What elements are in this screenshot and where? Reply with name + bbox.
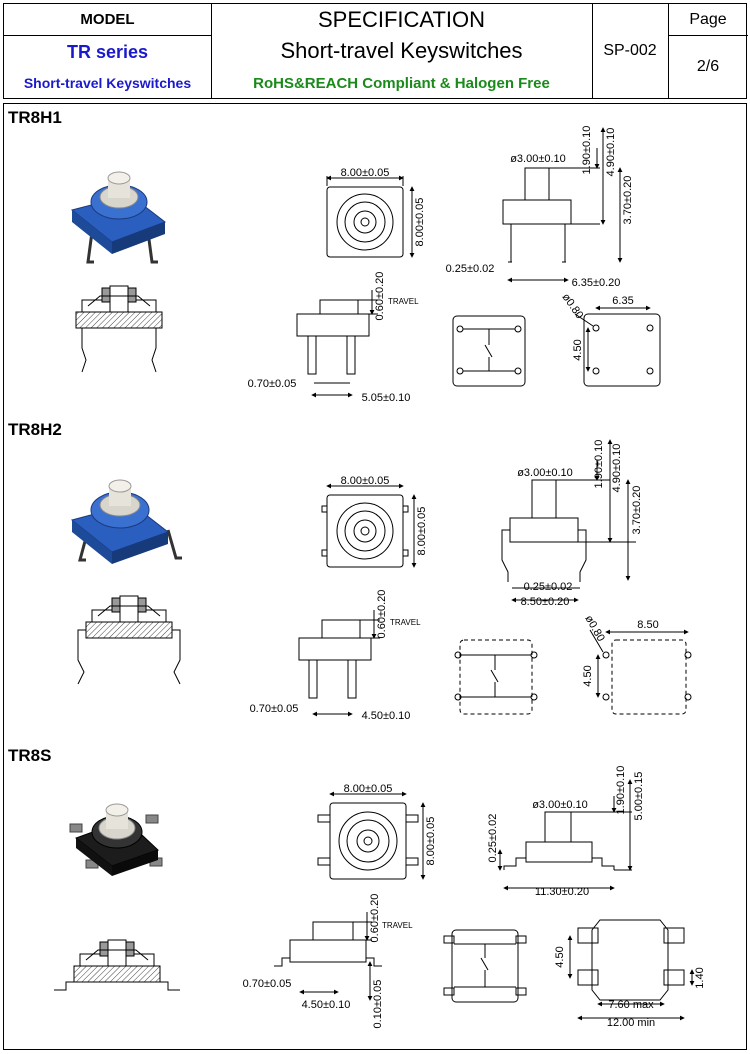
tr8s-pcb-pad: 1.40 bbox=[694, 967, 706, 988]
tr8h1-pcb-layout bbox=[574, 305, 661, 387]
tr8h2-side-d3: 3.70±0.20 bbox=[631, 486, 643, 535]
tr8s-product-photo bbox=[69, 803, 163, 876]
tr8h1-side-d2: 4.90±0.10 bbox=[605, 128, 617, 177]
tr8h2-pin-width: 0.70±0.05 bbox=[250, 703, 299, 715]
tr8s-front-view bbox=[274, 912, 382, 1001]
tr8h2-side-d1: 1.90±0.10 bbox=[593, 440, 605, 489]
series-description: Short-travel Keyswitches bbox=[23, 75, 192, 91]
header-table: MODEL TR series Short-travel Keyswitches… bbox=[3, 3, 748, 99]
tr8h1-side-diameter: ø3.00±0.10 bbox=[510, 153, 566, 165]
tr8h2-top-width: 8.00±0.05 bbox=[341, 475, 390, 487]
tr8h1-pin-width: 0.70±0.05 bbox=[248, 378, 297, 390]
tr8h2-pcb-width: 8.50 bbox=[637, 619, 658, 631]
tr8h1-cross-section bbox=[75, 285, 163, 373]
tr8s-cross-section bbox=[54, 939, 180, 991]
tr8h1-pin-pitch: 5.05±0.10 bbox=[362, 392, 411, 404]
tr8s-pin-pitch: 4.50±0.10 bbox=[302, 999, 351, 1011]
tr8h2-side-view bbox=[501, 439, 636, 603]
tr8h1-side-d3: 3.70±0.20 bbox=[622, 176, 634, 225]
tr8h1-pcb-width: 6.35 bbox=[612, 295, 633, 307]
tr8h1-top-width: 8.00±0.05 bbox=[341, 167, 390, 179]
tr8s-pcb-outer: 12.00 min bbox=[607, 1017, 655, 1029]
tr8h2-pcb-layout bbox=[589, 629, 692, 715]
tr8s-top-width: 8.00±0.05 bbox=[344, 783, 393, 795]
tr8s-schematic bbox=[443, 929, 527, 1003]
tr8h1-pcb-height: 4.50 bbox=[572, 339, 584, 360]
tr8h2-pcb-height: 4.50 bbox=[582, 665, 594, 686]
compliance-note: RoHS&REACH Compliant & Halogen Free bbox=[253, 74, 550, 92]
tr8h1-drawings: 8.00±0.05 8.00±0.05 ø3.00±0.10 1.90±0.10… bbox=[70, 126, 661, 404]
tr8s-side-diameter: ø3.00±0.10 bbox=[532, 799, 588, 811]
tr8s-pcb-height: 4.50 bbox=[554, 946, 566, 967]
tr8h1-travel-value: 0.60±0.20 bbox=[374, 272, 386, 321]
tr8s-pcb-layout bbox=[567, 919, 695, 1021]
tr8s-side-pin: 0.25±0.02 bbox=[487, 814, 499, 863]
tr8h2-side-span: 8.50±0.20 bbox=[521, 596, 570, 608]
document-number: SP-002 bbox=[603, 42, 657, 59]
tr8h1-product-photo bbox=[70, 171, 167, 264]
tr8s-pin-width: 0.70±0.05 bbox=[243, 978, 292, 990]
section-title-tr8h1: TR8H1 bbox=[8, 108, 62, 127]
drawing-area bbox=[3, 103, 747, 1050]
tr8s-top-view bbox=[317, 791, 426, 880]
tr8h2-schematic bbox=[454, 639, 538, 715]
tr8s-top-height: 8.00±0.05 bbox=[425, 817, 437, 866]
tr8h2-pin-pitch: 4.50±0.10 bbox=[362, 710, 411, 722]
tr8h1-schematic bbox=[452, 315, 526, 387]
tr8h1-side-view bbox=[502, 127, 623, 283]
tr8h1-side-pin: 0.25±0.02 bbox=[446, 263, 495, 275]
tr8h2-travel-label: TRAVEL bbox=[390, 618, 421, 627]
tr8h2-cross-section bbox=[77, 595, 181, 685]
tr8s-travel-value: 0.60±0.20 bbox=[369, 894, 381, 943]
tr8s-thickness: 0.10±0.05 bbox=[372, 980, 384, 1029]
tr8s-side-d1: 1.90±0.10 bbox=[615, 766, 627, 815]
page-label: Page bbox=[689, 10, 727, 28]
tr8h2-side-diameter: ø3.00±0.10 bbox=[517, 467, 573, 479]
series-name: TR series bbox=[66, 41, 149, 62]
tr8h1-top-height: 8.00±0.05 bbox=[414, 198, 426, 247]
tr8h1-top-view bbox=[326, 175, 415, 258]
model-label: MODEL bbox=[80, 11, 135, 28]
tr8h2-front-view bbox=[298, 610, 380, 717]
tr8s-side-d2: 5.00±0.15 bbox=[633, 772, 645, 821]
section-title-tr8s: TR8S bbox=[8, 746, 52, 765]
spec-title: SPECIFICATION bbox=[317, 6, 486, 32]
tr8h2-travel-value: 0.60±0.20 bbox=[376, 590, 388, 639]
tr8h1-travel-label: TRAVEL bbox=[388, 297, 419, 306]
page-number: 2/6 bbox=[696, 58, 720, 75]
tr8h1-side-span: 6.35±0.20 bbox=[572, 277, 621, 289]
tr8h2-top-view bbox=[321, 483, 417, 568]
tr8s-travel-label: TRAVEL bbox=[382, 921, 413, 930]
tr8h2-pcb-hole: ø0.80 bbox=[582, 613, 606, 643]
spec-subtitle: Short-travel Keyswitches bbox=[280, 38, 523, 63]
tr8h2-drawings: 8.00±0.05 8.00±0.05 ø3.00±0.10 1.90±0.10… bbox=[70, 439, 692, 722]
tr8s-side-span: 11.30±0.20 bbox=[535, 886, 589, 898]
tr8h2-product-photo bbox=[70, 479, 182, 564]
tr8h2-side-d2: 4.90±0.10 bbox=[611, 444, 623, 493]
tr8s-drawings: 8.00±0.05 8.00±0.05 ø3.00±0.10 1.90±0.10… bbox=[54, 766, 706, 1029]
tr8h1-front-view bbox=[296, 290, 378, 398]
tr8s-side-view bbox=[497, 779, 633, 891]
section-title-tr8h2: TR8H2 bbox=[8, 420, 62, 439]
tr8h2-side-pin: 0.25±0.02 bbox=[524, 581, 573, 593]
tr8h2-top-height: 8.00±0.05 bbox=[416, 507, 428, 556]
tr8s-pcb-inner: 7.60 max bbox=[608, 999, 654, 1011]
tr8h1-pcb-hole: ø0.80 bbox=[559, 291, 585, 321]
tr8h1-side-d1: 1.90±0.10 bbox=[581, 126, 593, 175]
